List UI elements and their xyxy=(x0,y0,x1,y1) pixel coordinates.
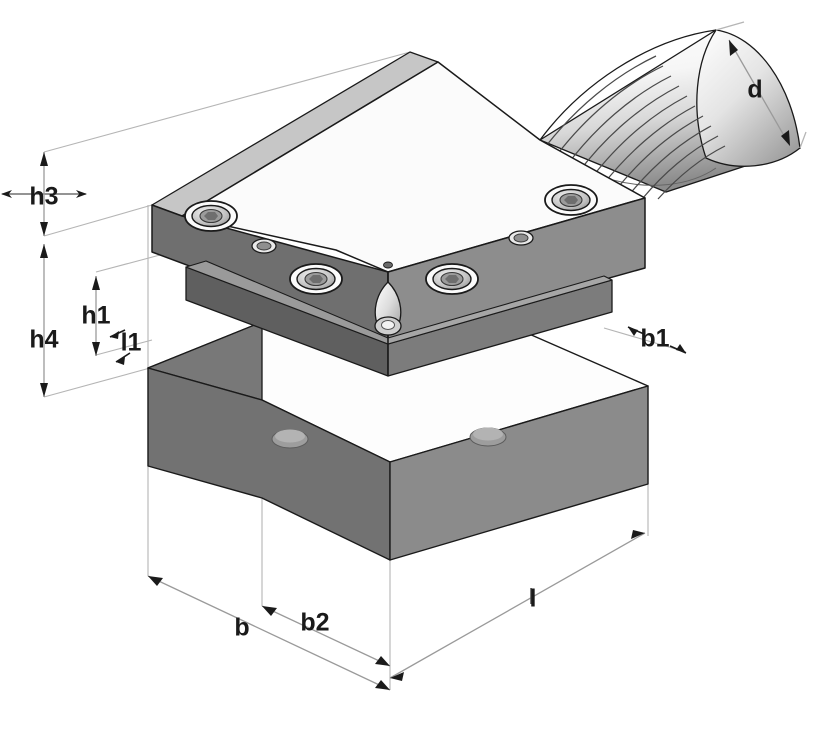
upper-block xyxy=(151,51,646,377)
dimline-b1 xyxy=(627,326,687,354)
small-hole-right xyxy=(508,230,534,246)
coolant-nozzle xyxy=(374,281,402,336)
counterbored-bolt-holes xyxy=(184,184,598,295)
dimline-b xyxy=(147,575,391,691)
bolt-hole-front-left xyxy=(289,263,343,295)
bolt-hole-back-right xyxy=(544,184,598,216)
lower-block-hole-right-highlight xyxy=(473,427,503,441)
bolt-hole-back-left xyxy=(184,200,238,232)
shank-end-cap xyxy=(696,29,801,167)
lower-block xyxy=(147,321,649,561)
small-hole-left xyxy=(251,238,277,254)
shank-serrations xyxy=(545,55,726,200)
dim-label-l1: l1 xyxy=(121,329,142,357)
dim-label-b1: b1 xyxy=(640,325,669,353)
lower-block-hole-left-highlight xyxy=(275,429,305,443)
dim-label-d: d xyxy=(747,76,762,104)
small-holes xyxy=(251,230,534,254)
dimline-l1 xyxy=(109,329,131,365)
shank-bottom-edge xyxy=(612,167,717,186)
dim-label-l: l xyxy=(530,585,537,613)
dimension-lines xyxy=(1,21,807,691)
dim-label-h4: h4 xyxy=(29,326,58,354)
bolt-hole-front-right xyxy=(425,263,479,295)
dimline-b2 xyxy=(261,605,391,667)
dimline-d xyxy=(715,21,807,149)
vdi-shank xyxy=(538,29,802,200)
lower-block-top-holes xyxy=(271,427,507,449)
dimline-l xyxy=(389,530,646,681)
dim-label-b2: b2 xyxy=(300,609,329,637)
dim-label-h1: h1 xyxy=(81,302,110,330)
dim-label-h3: h3 xyxy=(29,183,58,211)
lower-block-front-right-face xyxy=(389,385,649,561)
shank-top-arc xyxy=(539,29,717,141)
dimension-labels: h3 h4 h1 l1 b1 d b b2 l xyxy=(29,76,762,642)
tiny-hole xyxy=(383,261,393,269)
dim-label-b: b xyxy=(234,614,249,642)
